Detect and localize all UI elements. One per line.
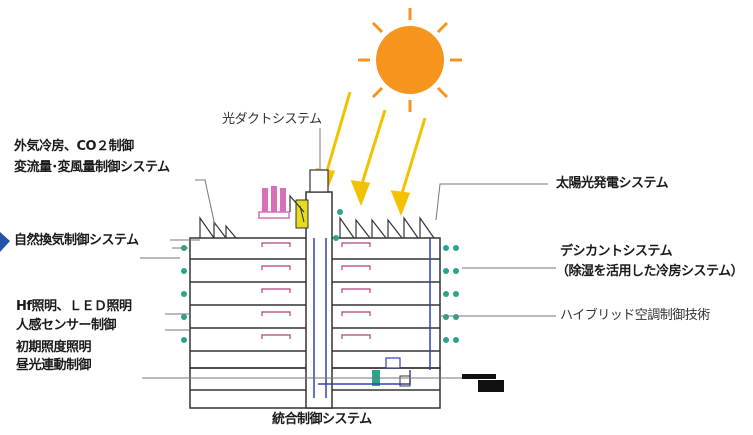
- label-natural-vent: 自然換気制御システム: [14, 233, 139, 248]
- label-hf-lighting: Hf照明、ＬＥＤ照明: [16, 299, 132, 314]
- label-solar-power: 太陽光発電システム: [556, 176, 669, 191]
- label-desiccant: デシカントシステム: [560, 244, 673, 259]
- label-desiccant-note: （除湿を活用した冷房システム）: [556, 264, 744, 279]
- sun-icon: [358, 8, 462, 112]
- left-sensors: [181, 245, 187, 343]
- label-outside-air: 外気冷房、CO２制御: [14, 139, 134, 154]
- label-integrated: 統合制御システム: [272, 412, 372, 427]
- ceiling-fixtures: [261, 242, 371, 339]
- rooftop-equipment: [258, 186, 290, 219]
- light-duct-shaft: [295, 169, 333, 409]
- label-daylight: 昼光連動制御: [16, 358, 92, 373]
- label-task-ambient: 初期照度照明: [16, 340, 92, 355]
- label-hybrid-ac: ハイブリッド空調制御技術: [560, 308, 710, 323]
- arrow-right-icon: [0, 232, 10, 252]
- label-variable-flow: 変流量･変風量制御システム: [14, 160, 170, 175]
- external-unit: [462, 374, 504, 392]
- leader-lines: [140, 128, 556, 379]
- solar-panels: [199, 194, 435, 239]
- label-motion-sensor: 人感センサー制御: [16, 318, 117, 333]
- label-light-duct: 光ダクトシステム: [222, 112, 322, 127]
